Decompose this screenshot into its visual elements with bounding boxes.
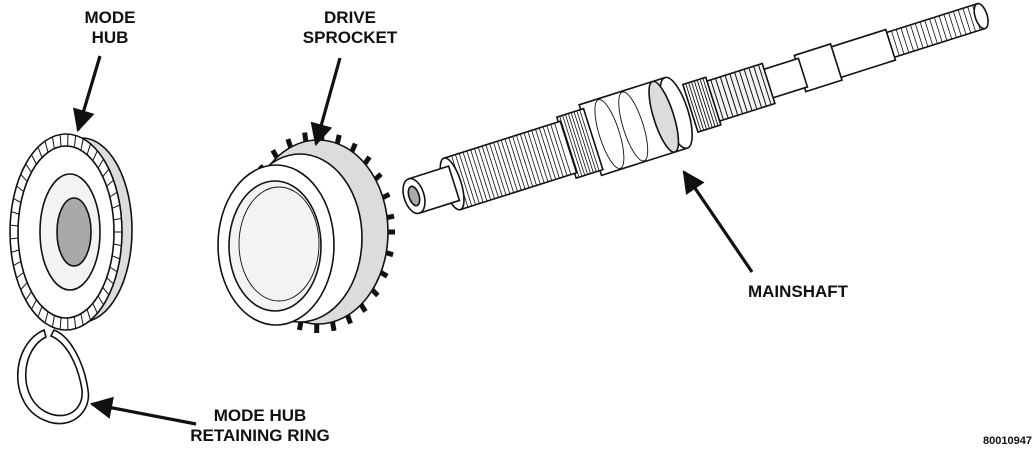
main-spline-lines (451, 122, 572, 208)
retaining-ring-label: MODE HUB RETAINING RING (170, 406, 350, 446)
figure-number: 80010947 (983, 435, 1032, 447)
mainshaft-label: MAINSHAFT (736, 282, 860, 302)
retaining-ring-label-line-1: MODE HUB (213, 406, 307, 425)
drive-sprocket-part (217, 131, 395, 334)
far-spline-lines (891, 5, 981, 56)
small-gear-lines (685, 77, 719, 132)
leader-arrows (73, 55, 754, 426)
drive-sprocket-arrow (310, 57, 342, 147)
mainshaft-arrow (682, 170, 754, 273)
hub-teeth (10, 134, 122, 330)
mainshaft-label-text: MAINSHAFT (747, 282, 849, 301)
mode-hub-label-line-1: MODE (84, 8, 136, 27)
drive-sprocket-label-line-1: DRIVE (324, 8, 376, 27)
drive-sprocket-label-line-2: SPROCKET (302, 28, 398, 47)
drive-sprocket-label: DRIVE SPROCKET (290, 8, 410, 48)
retaining-ring-arrow (89, 396, 197, 426)
mode-hub-arrow (73, 55, 102, 133)
retaining-ring-label-line-2: RETAINING RING (190, 426, 330, 445)
retaining-ring-part (16, 328, 90, 425)
mode-hub-part (9, 133, 133, 331)
thread-lines (705, 64, 772, 122)
mainshaft-part (402, 2, 989, 215)
mode-hub-label-line-2: HUB (91, 28, 129, 47)
mode-hub-label: MODE HUB (70, 8, 150, 48)
ring-band-lines (559, 109, 600, 178)
